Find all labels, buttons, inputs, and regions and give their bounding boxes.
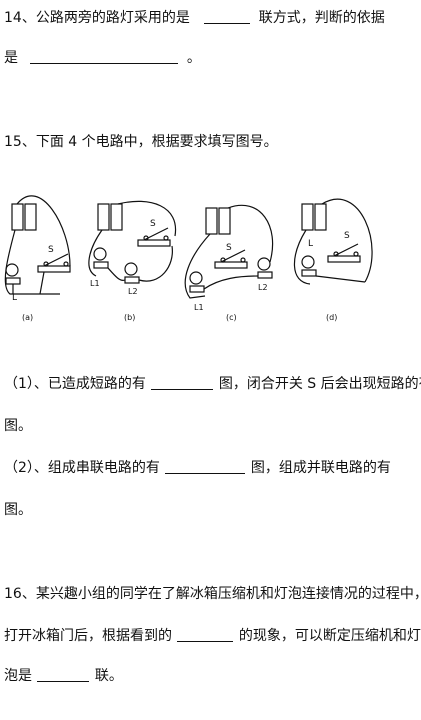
- q14-text-4: 。: [186, 50, 201, 66]
- q14-text-1: 14、公路两旁的路灯采用的是: [4, 10, 190, 26]
- circuit-c: [184, 204, 274, 299]
- q16-line3: 泡是 联。: [4, 666, 123, 686]
- label-d: (d): [326, 313, 337, 322]
- q14-text-2: 联方式，判断的依据: [258, 10, 385, 26]
- q16-text-1: 打开冰箱门后，根据看到的: [4, 628, 172, 644]
- label-a: (a): [22, 313, 33, 322]
- q15-sub2-blank-1[interactable]: [165, 459, 246, 474]
- label-c-L2: L2: [258, 283, 268, 292]
- q16-blank-1[interactable]: [177, 627, 234, 642]
- label-d-L: L: [308, 239, 313, 249]
- q15-title: 15、下面 4 个电路中，根据要求填写图号。: [4, 134, 278, 150]
- q14-line1: 14、公路两旁的路灯采用的是 联方式，判断的依据: [4, 8, 385, 28]
- q14-blank-2[interactable]: [30, 49, 179, 64]
- q15-sub1-text-1: （1）、已造成短路的有: [4, 376, 146, 392]
- label-b-L2: L2: [128, 287, 138, 296]
- label-a-S: S: [48, 245, 54, 255]
- label-b: (b): [124, 313, 135, 322]
- circuit-b: [88, 200, 177, 284]
- q14-text-3: 是: [4, 50, 18, 66]
- label-a-L: L: [12, 293, 17, 303]
- q15-sub2-text-1: （2）、组成串联电路的有: [4, 460, 160, 476]
- label-c-S: S: [226, 243, 232, 253]
- q16-blank-2[interactable]: [37, 667, 90, 682]
- q15-sub1-text-2: 图，闭合开关 S 后会出现短路的有: [218, 376, 421, 392]
- q16-line2: 打开冰箱门后，根据看到的 的现象，可以断定压缩机和灯: [4, 626, 421, 646]
- q14-line2: 是 。: [4, 48, 201, 68]
- q16-line1: 16、某兴趣小组的同学在了解冰箱压缩机和灯泡连接情况的过程中，: [4, 586, 421, 602]
- circuit-a: [4, 195, 71, 295]
- q16-text-2: 的现象，可以断定压缩机和灯: [238, 628, 421, 644]
- q15-sub2-line2: 图。: [4, 502, 32, 518]
- circuit-d: [293, 198, 373, 285]
- q16-text-4: 联。: [94, 668, 123, 684]
- label-c-L1: L1: [194, 303, 204, 312]
- q15-sub2-text-2: 图，组成并联电路的有: [250, 460, 391, 476]
- label-b-L1: L1: [90, 279, 100, 288]
- q16-text-3: 泡是: [4, 668, 32, 684]
- q15-sub1-blank-1[interactable]: [151, 375, 214, 390]
- label-c: (c): [226, 313, 237, 322]
- q15-sub1-line1: （1）、已造成短路的有 图，闭合开关 S 后会出现短路的有: [4, 374, 421, 394]
- circuit-figure: L S (a) L1 L2 S (b) L1 L2 S (c) L S (d): [4, 195, 373, 322]
- q14-blank-1[interactable]: [204, 9, 251, 24]
- q15-sub2-line1: （2）、组成串联电路的有 图，组成并联电路的有: [4, 458, 391, 478]
- label-d-S: S: [344, 231, 350, 241]
- label-b-S: S: [150, 219, 156, 229]
- q15-sub1-line2: 图。: [4, 418, 32, 434]
